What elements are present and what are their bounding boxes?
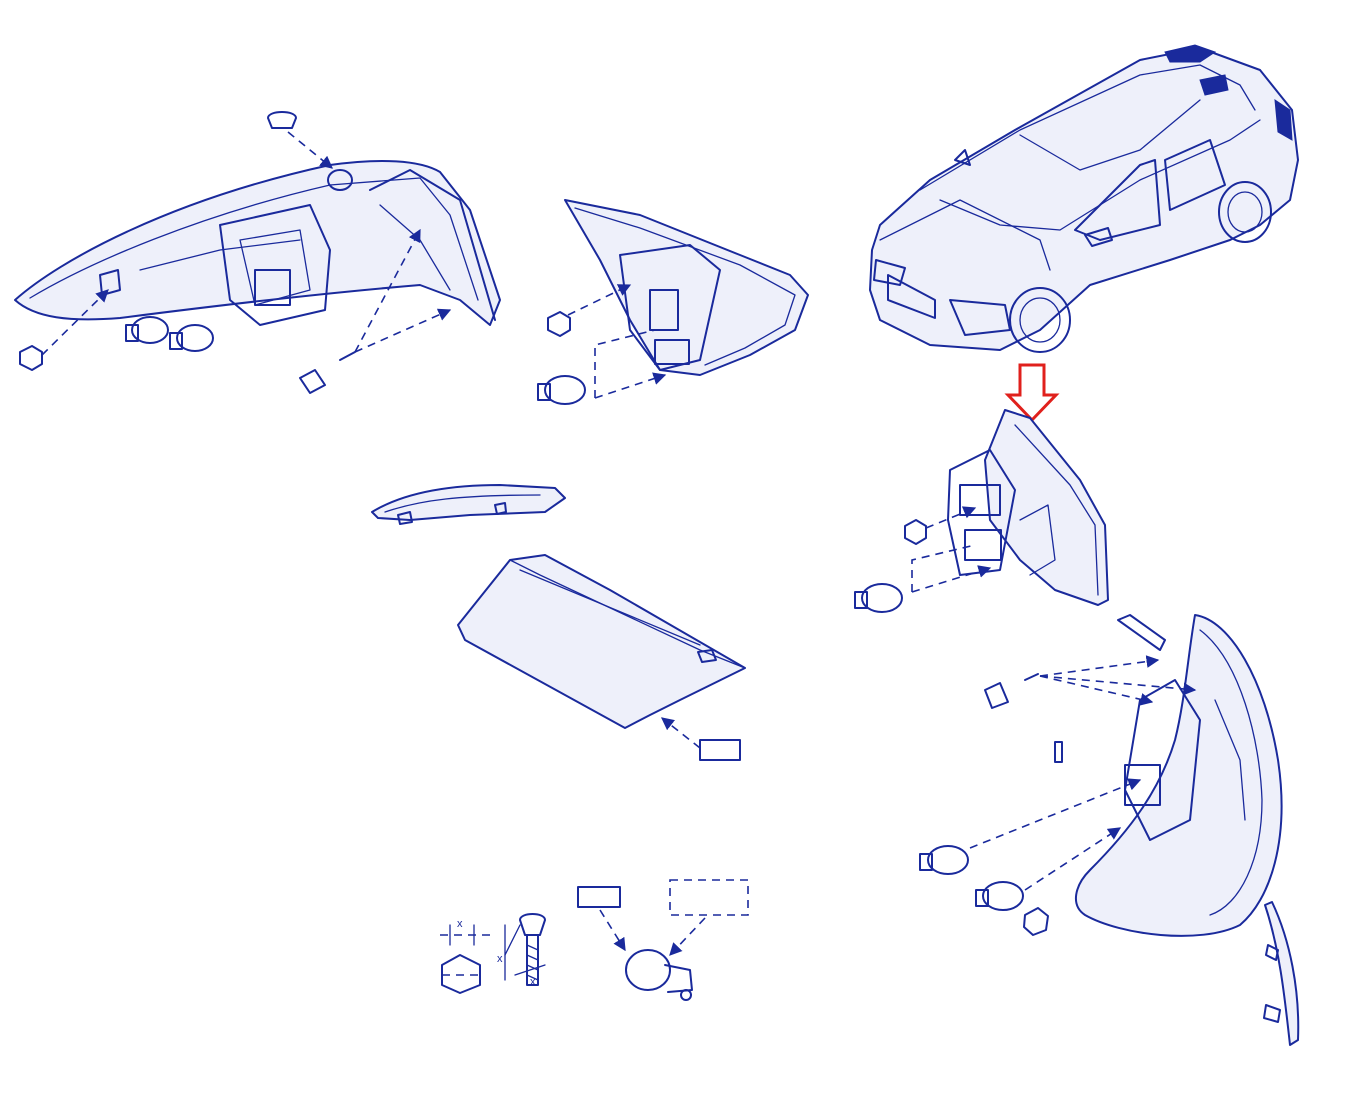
nut-icon bbox=[547, 311, 571, 337]
dimension-label: x bbox=[457, 918, 463, 930]
rear-lamp-wing-section bbox=[537, 199, 809, 405]
nut-icon bbox=[1023, 907, 1049, 936]
nut-icon bbox=[904, 519, 927, 545]
nut-icon bbox=[19, 345, 43, 371]
rear-lamp-body-assembly bbox=[14, 111, 501, 394]
rear-lamp-tailgate-section bbox=[854, 409, 1109, 613]
bulb-icon bbox=[625, 949, 693, 1001]
bulb-icon bbox=[919, 845, 969, 875]
screw-icon bbox=[984, 673, 1039, 709]
indicator-repeater bbox=[1263, 901, 1300, 1046]
socket-icon bbox=[577, 886, 621, 908]
fastener-dimension-detail: x x x bbox=[440, 913, 546, 994]
dimension-label: x bbox=[530, 976, 536, 988]
optional-socket-icon bbox=[669, 879, 749, 916]
bulb-icon bbox=[975, 881, 1024, 911]
bulb-icon bbox=[169, 324, 214, 352]
dimension-label: x bbox=[497, 953, 503, 965]
bulb-icon bbox=[537, 375, 586, 405]
screw-icon bbox=[299, 351, 356, 394]
bulb-holder-icon bbox=[699, 739, 741, 761]
third-brake-light-housing bbox=[457, 554, 746, 761]
clip-icon bbox=[267, 111, 297, 129]
highlighted-tail-light bbox=[1164, 44, 1217, 63]
bulb-icon bbox=[854, 583, 903, 613]
bulb-icon bbox=[125, 316, 169, 344]
bulb-socket-detail bbox=[577, 879, 749, 1001]
vehicle-overview bbox=[869, 44, 1299, 353]
headlamp-unit bbox=[919, 614, 1283, 937]
down-arrow-icon bbox=[1004, 363, 1060, 423]
third-brake-light bbox=[371, 484, 566, 525]
